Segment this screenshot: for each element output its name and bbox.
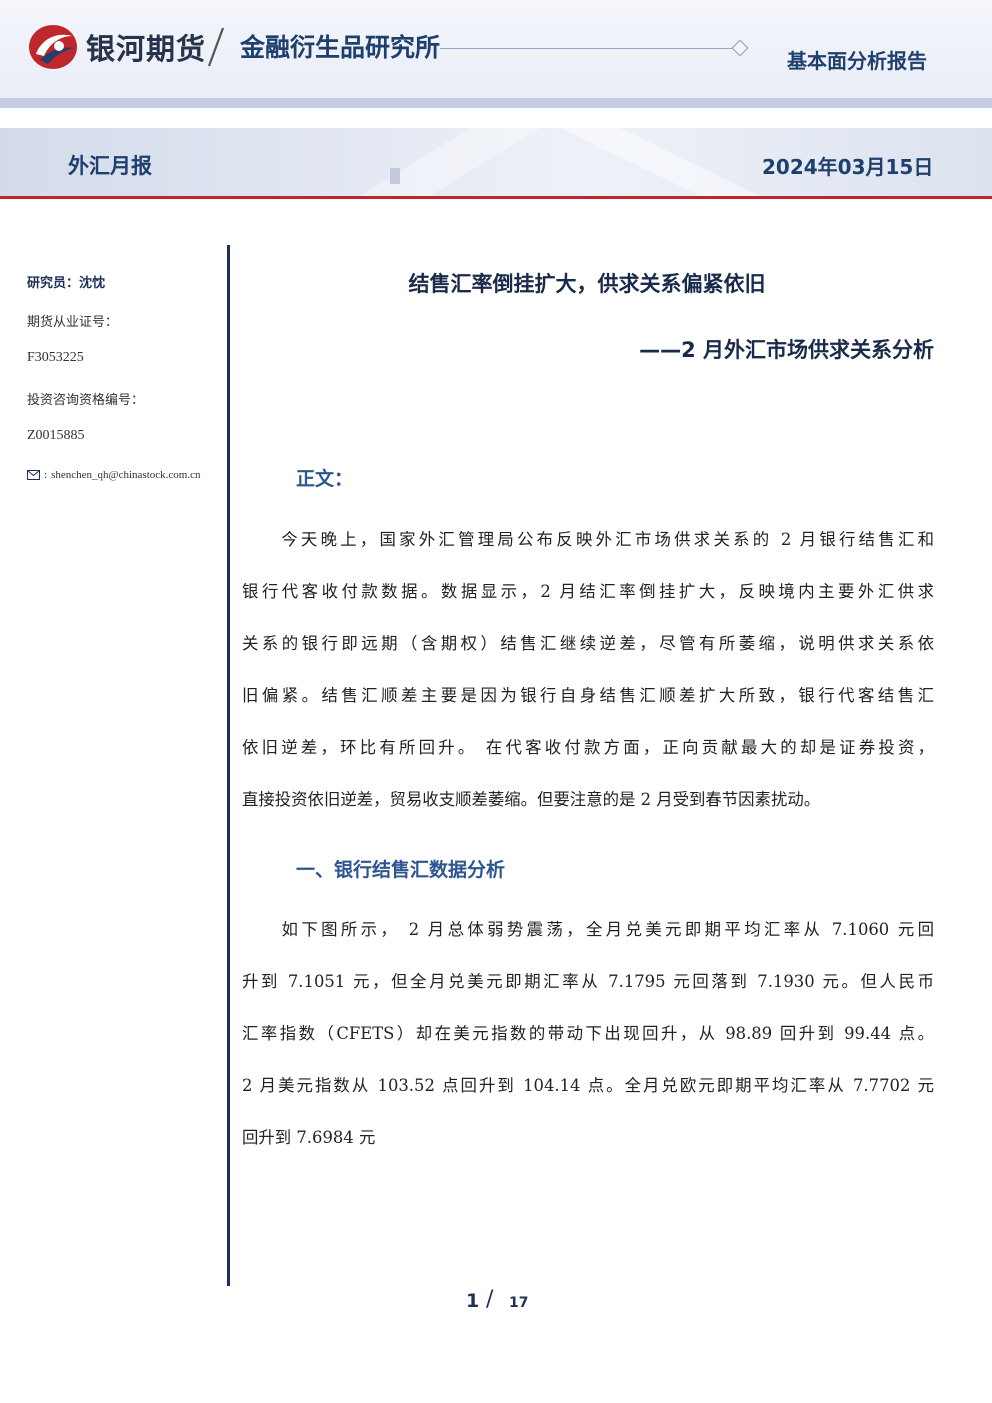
page-number: 1: [466, 1290, 480, 1312]
sidebar-divider: [227, 245, 230, 1286]
article-title: 结售汇率倒挂扩大，供求关系偏紧依旧: [408, 272, 766, 296]
cert-label: 期货从业证号：: [27, 315, 119, 330]
issue-date: 2024年03月15日: [762, 155, 934, 179]
subheader-decoration: [360, 128, 760, 196]
paragraph-line: 直接投资依旧逆差，贸易收支顺差萎缩。但要注意的是 2 月受到春节因素扰动。: [242, 790, 821, 809]
mail-icon: [27, 470, 40, 480]
header-slash-divider: [207, 27, 225, 67]
body-section-label: 正文：: [296, 468, 354, 490]
cert-number: F3053225: [27, 350, 84, 365]
paragraph-line: 升到 7.1051 元，但全月兑美元即期汇率从 7.1795 元回落到 7.19…: [242, 972, 934, 991]
paragraph-line: 2 月美元指数从 103.52 点回升到 104.14 点。全月兑欧元即期平均汇…: [242, 1076, 934, 1095]
page-total: 17: [509, 1295, 529, 1311]
researcher-name: 研究员：沈忱: [27, 276, 106, 291]
galaxy-logo-icon: [29, 25, 77, 69]
paragraph-section-1: 如下图所示， 2 月总体弱势震荡，全月兑美元即期平均汇率从 7.1060 元回 …: [242, 904, 934, 1164]
paragraph-line: 关系的银行即远期（含期权）结售汇继续逆差，尽管有所萎缩，说明供求关系依: [242, 634, 934, 653]
paragraph-line: 旧偏紧。结售汇顺差主要是因为银行自身结售汇顺差扩大所致，银行代客结售汇: [242, 686, 934, 705]
paragraph-line: 回升到 7.6984 元: [242, 1128, 376, 1147]
section-1-heading: 一、银行结售汇数据分析: [296, 859, 506, 881]
header-accent-bar: [0, 98, 992, 108]
paragraph-line: 如下图所示， 2 月总体弱势震荡，全月兑美元即期平均汇率从 7.1060 元回: [242, 920, 934, 939]
article-subtitle: ——2 月外汇市场供求关系分析: [639, 338, 934, 362]
paragraph-line: 依旧逆差，环比有所回升。 在代客收付款方面，正向贡献最大的却是证券投资，: [242, 738, 934, 757]
consult-number: Z0015885: [27, 428, 85, 443]
paragraph-line: 银行代客收付款数据。数据显示，2 月结汇率倒挂扩大，反映境内主要外汇供求: [242, 582, 934, 601]
brand-name: 银河期货: [86, 32, 207, 66]
subheader-red-rule: [0, 196, 992, 199]
subheader-band: [0, 128, 992, 196]
paragraph-line: 今天晚上，国家外汇管理局公布反映外汇市场供求关系的 2 月银行结售汇和: [242, 530, 934, 549]
email-colon: :: [44, 469, 48, 481]
email-row: : shenchen_qh@chinastock.com.cn: [27, 469, 200, 481]
institute-name: 金融衍生品研究所: [240, 33, 441, 62]
page-header: [0, 0, 992, 98]
consult-label: 投资咨询资格编号：: [27, 393, 145, 408]
column-name: 外汇月报: [68, 154, 152, 178]
email-address[interactable]: shenchen_qh@chinastock.com.cn: [51, 469, 201, 481]
paragraph-intro: 今天晚上，国家外汇管理局公布反映外汇市场供求关系的 2 月银行结售汇和 银行代客…: [242, 514, 934, 826]
report-type: 基本面分析报告: [787, 49, 927, 73]
page-separator: /: [486, 1287, 494, 1312]
paragraph-line: 汇率指数（CFETS）却在美元指数的带动下出现回升，从 98.89 回升到 99…: [242, 1024, 934, 1043]
header-rule: [440, 48, 734, 49]
